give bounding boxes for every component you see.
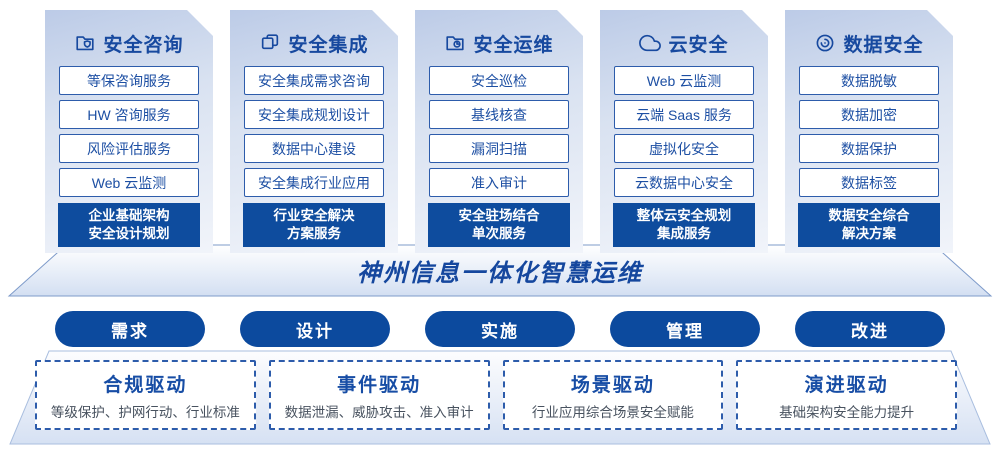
- highlight-service: 数据安全综合 解决方案: [798, 203, 940, 247]
- folder-shield-icon: [74, 32, 96, 54]
- column-title: 安全咨询: [103, 34, 184, 56]
- driver-box-evolution: 演进驱动 基础架构安全能力提升: [736, 360, 957, 430]
- highlight-service: 整体云安全规划 集成服务: [613, 203, 755, 247]
- service-item: 数据加密: [799, 100, 939, 129]
- copy-documents-icon: [259, 32, 281, 54]
- service-item: 准入审计: [429, 168, 569, 197]
- service-item: 漏洞扫描: [429, 134, 569, 163]
- service-item-list: 数据脱敏 数据加密 数据保护 数据标签: [785, 66, 953, 197]
- driver-box-row: 合规驱动 等级保护、护网行动、行业标准 事件驱动 数据泄漏、威胁攻击、准入审计 …: [35, 360, 957, 430]
- column-title: 数据安全: [843, 34, 924, 56]
- service-item: 等保咨询服务: [59, 66, 199, 95]
- cloud-icon: [639, 32, 661, 54]
- service-item-list: 等保咨询服务 HW 咨询服务 风险评估服务 Web 云监测: [45, 66, 213, 197]
- service-item: 数据脱敏: [799, 66, 939, 95]
- driver-box-compliance: 合规驱动 等级保护、护网行动、行业标准: [35, 360, 256, 430]
- service-item: 风险评估服务: [59, 134, 199, 163]
- driver-title: 合规驱动: [103, 375, 188, 396]
- service-item-list: 安全巡检 基线核查 漏洞扫描 准入审计: [415, 66, 583, 197]
- column-header: 数据安全: [785, 30, 953, 56]
- phase-pill-design: 设计: [240, 311, 390, 347]
- highlight-service: 行业安全解决 方案服务: [243, 203, 385, 247]
- column-title: 云安全: [668, 34, 729, 56]
- highlight-service: 安全驻场结合 单次服务: [428, 203, 570, 247]
- service-item: 云数据中心安全: [614, 168, 754, 197]
- driver-title: 演进驱动: [804, 375, 889, 396]
- driver-subtitle: 行业应用综合场景安全赋能: [531, 405, 694, 420]
- column-title: 安全运维: [473, 34, 554, 56]
- service-item-list: Web 云监测 云端 Saas 服务 虚拟化安全 云数据中心安全: [600, 66, 768, 197]
- service-column-consulting: 安全咨询 等保咨询服务 HW 咨询服务 风险评估服务 Web 云监测 企业基础架…: [45, 10, 213, 253]
- service-item: 基线核查: [429, 100, 569, 129]
- phase-pill-row: 需求 设计 实施 管理 改进: [0, 311, 1000, 347]
- driver-box-incident: 事件驱动 数据泄漏、威胁攻击、准入审计: [268, 360, 490, 430]
- service-column-data-security: 数据安全 数据脱敏 数据加密 数据保护 数据标签 数据安全综合 解决方案: [785, 10, 953, 253]
- column-header: 安全运维: [415, 30, 583, 56]
- phase-pill-implementation: 实施: [425, 311, 575, 347]
- service-column-integration: 安全集成 安全集成需求咨询 安全集成规划设计 数据中心建设 安全集成行业应用 行…: [230, 10, 398, 253]
- banner-title: 神州信息一体化智慧运维: [357, 260, 643, 287]
- service-item: Web 云监测: [59, 168, 199, 197]
- service-item: 云端 Saas 服务: [614, 100, 754, 129]
- service-item: 安全集成行业应用: [244, 168, 384, 197]
- driver-subtitle: 等级保护、护网行动、行业标准: [50, 405, 240, 420]
- service-item: 数据保护: [799, 134, 939, 163]
- column-header: 安全集成: [230, 30, 398, 56]
- column-header: 安全咨询: [45, 30, 213, 56]
- service-column-cloud-security: 云安全 Web 云监测 云端 Saas 服务 虚拟化安全 云数据中心安全 整体云…: [600, 10, 768, 253]
- driver-subtitle: 基础架构安全能力提升: [779, 405, 915, 420]
- service-item: 安全集成规划设计: [244, 100, 384, 129]
- phase-pill-management: 管理: [610, 311, 760, 347]
- service-item: 数据标签: [799, 168, 939, 197]
- highlight-service: 企业基础架构 安全设计规划: [58, 203, 200, 247]
- phase-pill-improvement: 改进: [795, 311, 945, 347]
- service-item: HW 咨询服务: [59, 100, 199, 129]
- service-item: 数据中心建设: [244, 134, 384, 163]
- driver-title: 事件驱动: [337, 375, 422, 396]
- driver-box-scenario: 场景驱动 行业应用综合场景安全赋能: [502, 360, 724, 430]
- folder-clock-icon: [444, 32, 466, 54]
- fingerprint-icon: [814, 32, 836, 54]
- driver-title: 场景驱动: [570, 375, 655, 396]
- column-header: 云安全: [600, 30, 768, 56]
- service-item: 安全巡检: [429, 66, 569, 95]
- driver-subtitle: 数据泄漏、威胁攻击、准入审计: [284, 405, 474, 420]
- phase-pill-requirement: 需求: [55, 311, 205, 347]
- service-item: 虚拟化安全: [614, 134, 754, 163]
- column-title: 安全集成: [288, 34, 369, 56]
- service-item: Web 云监测: [614, 66, 754, 95]
- service-column-operations: 安全运维 安全巡检 基线核查 漏洞扫描 准入审计 安全驻场结合 单次服务: [415, 10, 583, 253]
- service-item: 安全集成需求咨询: [244, 66, 384, 95]
- service-item-list: 安全集成需求咨询 安全集成规划设计 数据中心建设 安全集成行业应用: [230, 66, 398, 197]
